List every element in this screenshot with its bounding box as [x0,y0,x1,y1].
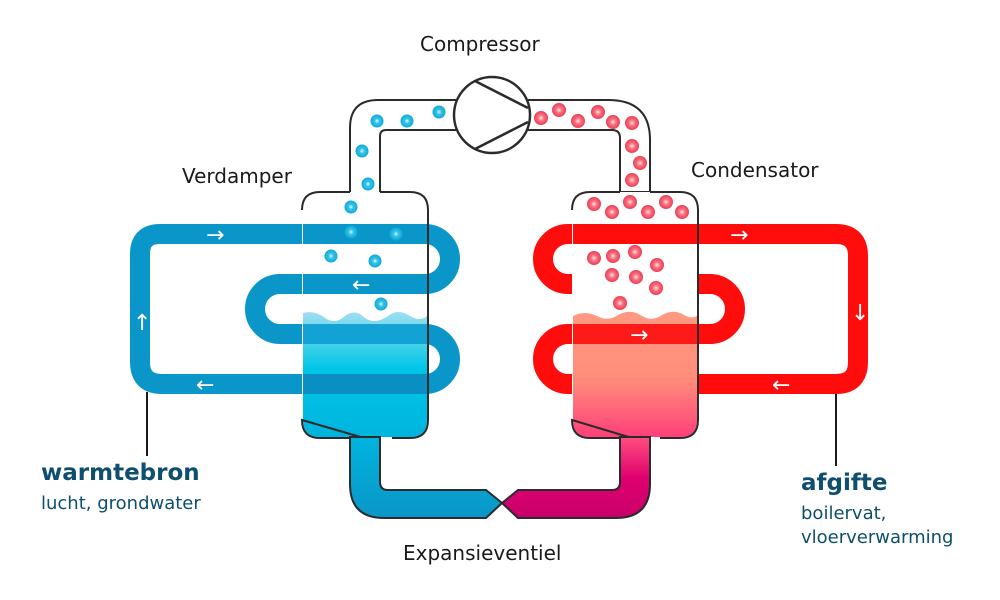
hot-refrigerant-particle [650,258,664,272]
hot-refrigerant-particle [587,197,601,211]
output-subtitle-1: boilervat, [801,503,887,524]
cold-refrigerant-particle [344,200,358,214]
hot-refrigerant-particle [605,268,619,282]
condenser-label: Condensator [691,158,819,182]
hot-loop-pipe [690,224,868,394]
arrow-hot-bottom: ← [772,373,790,398]
cold-refrigerant-particle [368,254,382,268]
cold-loop-pipe [130,224,305,394]
expansion-valve [349,436,651,519]
cold-particles [324,105,446,311]
arrow-cold-left: ↑ [133,311,151,336]
compressor [452,75,532,155]
hot-refrigerant-particle [659,195,673,209]
cold-water-loop [130,224,460,394]
hot-refrigerant-particle [633,156,647,170]
hot-refrigerant-particle [587,251,601,265]
hot-refrigerant-particle [605,205,619,219]
hot-refrigerant-particle [534,111,548,125]
cold-refrigerant-particle [374,297,388,311]
arrow-cold-top: → [206,223,224,248]
cold-refrigerant-particle [355,144,369,158]
cold-refrigerant-particle [432,105,446,119]
hot-coil-pipe [533,224,745,394]
hot-refrigerant-particle [628,245,642,259]
valve-cold-side [349,436,504,519]
evaporator-label: Verdamper [182,164,292,188]
hot-refrigerant-particle [625,116,639,130]
arrow-cold-bottom: ← [196,373,214,398]
cold-refrigerant-particle [344,225,358,239]
expansion-valve-label: Expansieventiel [403,541,562,565]
hot-refrigerant-particle [625,173,639,187]
cold-refrigerant-particle [389,227,403,241]
arrow-cold-middle: ← [352,273,370,298]
cold-refrigerant-particle [400,114,414,128]
hot-refrigerant-particle [641,205,655,219]
hot-refrigerant-particle [591,105,605,119]
cold-refrigerant-particle [361,177,375,191]
cold-refrigerant-particle [370,114,384,128]
hot-refrigerant-particle [649,281,663,295]
output-subtitle-2: vloerverwarming [801,527,954,548]
hot-refrigerant-particle [675,205,689,219]
arrow-hot-right: ↓ [851,301,869,326]
hot-refrigerant-particle [613,296,627,310]
source-subtitle: lucht, grondwater [41,493,201,514]
arrow-hot-middle: → [630,323,648,348]
output-title: afgifte [801,470,888,496]
compressor-symbol [474,79,529,151]
cold-refrigerant-particle [324,249,338,263]
hot-refrigerant-particle [606,249,620,263]
hot-refrigerant-particle [625,139,639,153]
cold-coil-pipe [245,224,460,394]
hot-refrigerant-particle [629,270,643,284]
hot-refrigerant-particle [606,115,620,129]
compressor-circle [452,75,532,155]
arrow-hot-top: → [730,223,748,248]
compressor-label: Compressor [420,32,540,56]
condenser-tank [570,191,699,439]
hot-refrigerant-particle [623,195,637,209]
hot-refrigerant-particle [552,103,566,117]
source-title: warmtebron [41,460,200,486]
hot-water-loop [533,224,868,394]
evaporator-tank [300,191,429,439]
valve-hot-side [500,436,651,519]
hot-refrigerant-particle [571,114,585,128]
hot-particles [534,103,689,310]
